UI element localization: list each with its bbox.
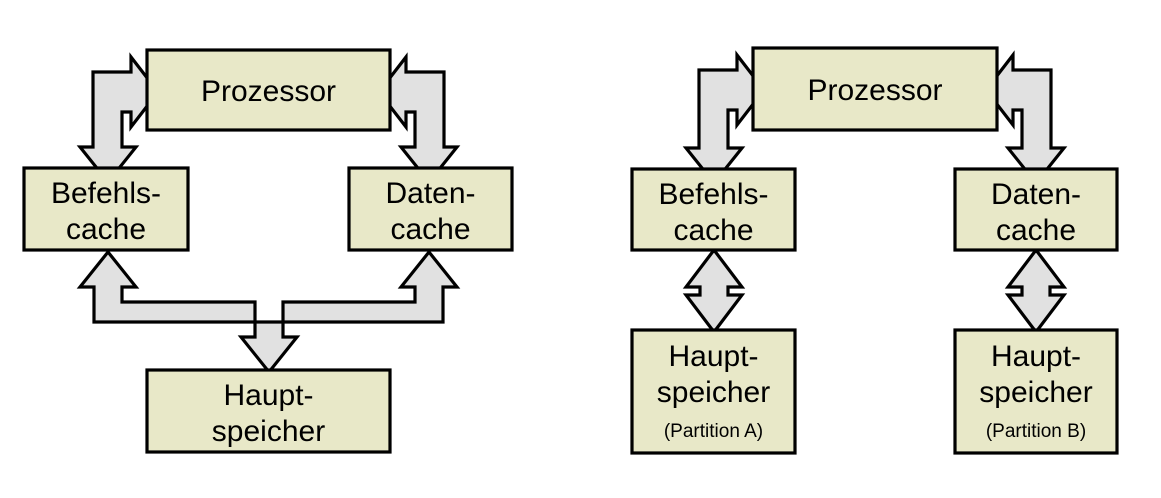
box-instruction-cache-left[interactable]: [22, 166, 190, 252]
panel-left: Prozessor Befehls- cache Daten- cache Ha…: [22, 48, 514, 454]
label-main-memory-b-line1: Haupt-: [991, 340, 1081, 373]
arrow-instruction-cache-processor-right: [682, 50, 767, 186]
arrow-data-cache-main-memory-b: [1004, 247, 1068, 335]
node-main-memory-left[interactable]: Haupt- speicher: [145, 368, 392, 454]
node-main-memory-partition-a[interactable]: Haupt- speicher (Partition A): [630, 328, 797, 455]
box-data-cache-left[interactable]: [347, 166, 514, 252]
label-data-cache-right-line1: Daten-: [991, 178, 1081, 211]
label-main-memory-b-line2: speicher: [979, 376, 1092, 409]
node-instruction-cache-left[interactable]: Befehls- cache: [22, 166, 190, 252]
arrow-instruction-cache-processor-left: [76, 52, 161, 185]
box-data-cache-right[interactable]: [953, 167, 1119, 252]
node-processor-right[interactable]: Prozessor: [751, 46, 999, 132]
label-instruction-cache-left-line1: Befehls-: [51, 177, 161, 210]
panel-right: Prozessor Befehls- cache Daten- cache Ha…: [630, 46, 1119, 455]
box-processor-left[interactable]: [145, 48, 392, 132]
arrow-data-cache-processor-left: [376, 52, 461, 185]
label-processor-left: Prozessor: [201, 75, 336, 108]
label-instruction-cache-left-line2: cache: [66, 213, 146, 246]
label-main-memory-left-line2: speicher: [212, 415, 325, 448]
label-main-memory-a-partition: (Partition A): [664, 421, 763, 442]
node-instruction-cache-right[interactable]: Befehls- cache: [630, 167, 797, 252]
label-instruction-cache-right-line1: Befehls-: [658, 178, 768, 211]
label-main-memory-b-partition: (Partition B): [986, 421, 1086, 442]
label-main-memory-a-line1: Haupt-: [668, 340, 758, 373]
node-processor-left[interactable]: Prozessor: [145, 48, 392, 132]
node-data-cache-right[interactable]: Daten- cache: [953, 167, 1119, 252]
box-instruction-cache-right[interactable]: [630, 167, 797, 252]
label-main-memory-a-line2: speicher: [657, 376, 770, 409]
label-data-cache-right-line2: cache: [996, 214, 1076, 247]
box-main-memory-left[interactable]: [145, 368, 392, 454]
box-main-memory-partition-a[interactable]: [630, 328, 797, 455]
label-instruction-cache-right-line2: cache: [673, 214, 753, 247]
label-data-cache-left-line1: Daten-: [385, 177, 475, 210]
arrow-instruction-cache-main-memory-a: [682, 247, 746, 335]
label-processor-right: Prozessor: [807, 74, 942, 107]
box-main-memory-partition-b[interactable]: [953, 328, 1119, 455]
label-data-cache-left-line2: cache: [390, 213, 470, 246]
arrow-data-cache-processor-right: [983, 50, 1068, 186]
label-main-memory-left-line1: Haupt-: [223, 379, 313, 412]
node-main-memory-partition-b[interactable]: Haupt- speicher (Partition B): [953, 328, 1119, 455]
arrow-main-memory-to-caches-fork: [76, 249, 461, 375]
box-processor-right[interactable]: [751, 46, 999, 132]
node-data-cache-left[interactable]: Daten- cache: [347, 166, 514, 252]
